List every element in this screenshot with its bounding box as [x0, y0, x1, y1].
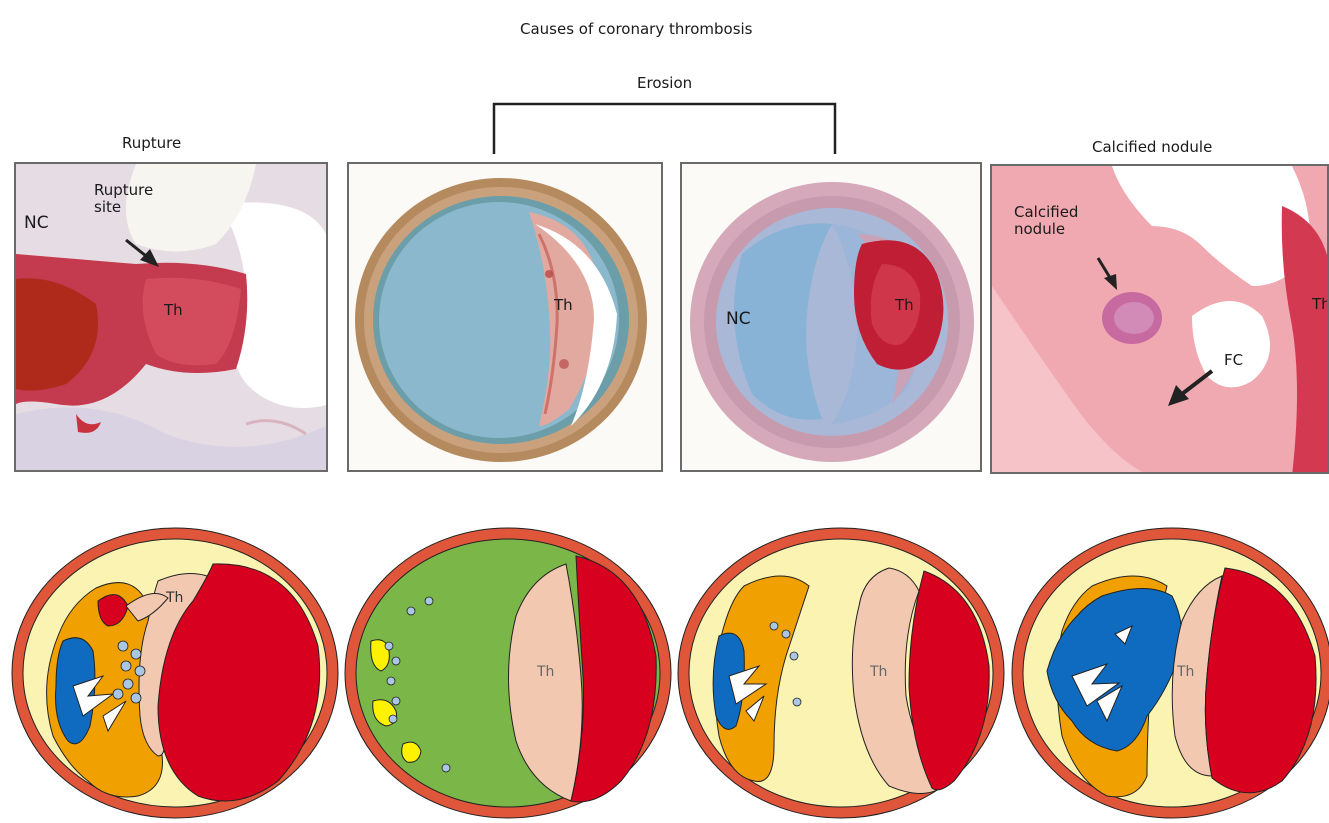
calcified-nodule-label: Calcified nodule: [1014, 204, 1078, 239]
rupture-histology-panel: NC Rupture site Th: [14, 162, 328, 472]
erosion-schematic-2: Th: [674, 526, 1008, 822]
rupture-site-label: Rupture site: [94, 182, 153, 217]
rupture-schematic: Th: [8, 526, 342, 822]
rupture-heading: Rupture: [122, 134, 181, 152]
diagram2-th-label: Th: [536, 664, 554, 680]
erosion-histology-image-1: [349, 164, 663, 472]
diagram4-th-label: Th: [1176, 664, 1194, 680]
erosion-histology-panel-1: Th: [347, 162, 663, 472]
calcified-nodule-schematic: Th: [1007, 526, 1329, 822]
diagram3-th-label: Th: [869, 664, 887, 680]
rupture-th-label: Th: [164, 302, 183, 319]
calcified-th-label: Th: [1312, 296, 1329, 313]
erosion-group-label: Erosion: [637, 74, 692, 92]
erosion1-th-label: Th: [554, 297, 573, 314]
calcified-fc-label: FC: [1224, 352, 1243, 369]
rupture-nc-label: NC: [24, 214, 49, 234]
calcified-nodule-histology-panel: Calcified nodule FC Th: [990, 164, 1329, 474]
calcified-nodule-heading: Calcified nodule: [1092, 138, 1212, 156]
diagram1-th-label: Th: [165, 590, 183, 606]
erosion-histology-panel-2: NC Th: [680, 162, 982, 472]
erosion-schematic-1: Th: [341, 526, 675, 822]
erosion2-th-label: Th: [895, 297, 914, 314]
erosion2-nc-label: NC: [726, 310, 751, 330]
